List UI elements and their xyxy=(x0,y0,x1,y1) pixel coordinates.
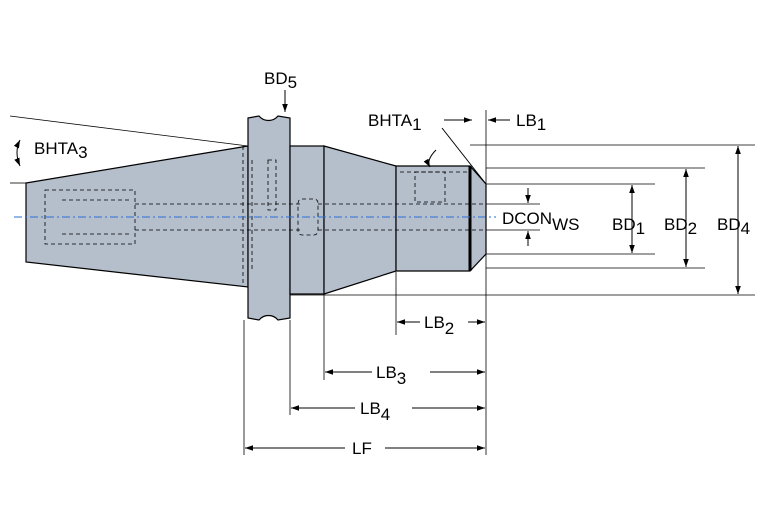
label-lf: LF xyxy=(352,439,372,458)
label-bd4: BD4 xyxy=(717,215,750,238)
extension-lines xyxy=(9,110,755,455)
neck xyxy=(323,145,397,295)
flange xyxy=(247,115,291,321)
dimension-lines xyxy=(13,90,741,451)
dimension-labels: BD5 BHTA1 LB1 BHTA3 DCONWS BD1 BD2 BD4 L… xyxy=(34,69,750,458)
label-lb1: LB1 xyxy=(516,111,546,134)
label-bd2: BD2 xyxy=(664,215,697,238)
main-body xyxy=(289,145,325,295)
label-dcon-ws: DCONWS xyxy=(502,209,579,234)
label-bhta1: BHTA1 xyxy=(368,111,422,134)
label-bd1: BD1 xyxy=(612,215,645,238)
label-bhta3: BHTA3 xyxy=(34,139,88,162)
label-bd5: BD5 xyxy=(264,69,297,92)
tool-body xyxy=(14,115,496,321)
nose xyxy=(395,165,487,272)
label-lb2: LB2 xyxy=(424,313,454,338)
label-lb3: LB3 xyxy=(376,363,406,388)
label-lb4: LB4 xyxy=(360,399,390,424)
hidden-lines xyxy=(44,146,486,287)
